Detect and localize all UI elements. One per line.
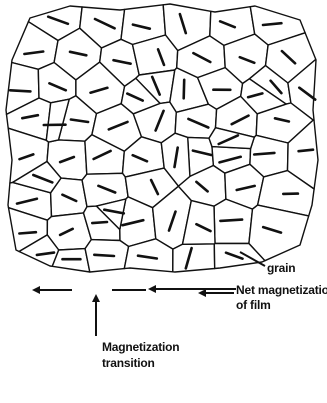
grain-moment-tick <box>19 232 36 233</box>
grain-moment-tick <box>10 90 30 91</box>
grain-cells <box>6 4 318 272</box>
grain-moment-tick <box>263 23 281 25</box>
grain-cell <box>173 244 215 272</box>
grain-moment-tick <box>299 150 313 152</box>
grain-moment-tick <box>92 222 107 223</box>
grain-moment-tick <box>254 153 274 155</box>
grain-moment-tick <box>220 220 242 221</box>
net-magnetization-label-line2: of film <box>236 298 271 312</box>
transition-label-line2: transition <box>102 356 155 370</box>
grain-moment-tick <box>94 255 114 256</box>
grain-label: grain <box>267 261 295 275</box>
net-magnetization-label-line1: Net magnetization <box>236 283 327 297</box>
transition-label-line1: Magnetization <box>102 340 179 354</box>
grain-moment-tick <box>184 80 185 99</box>
